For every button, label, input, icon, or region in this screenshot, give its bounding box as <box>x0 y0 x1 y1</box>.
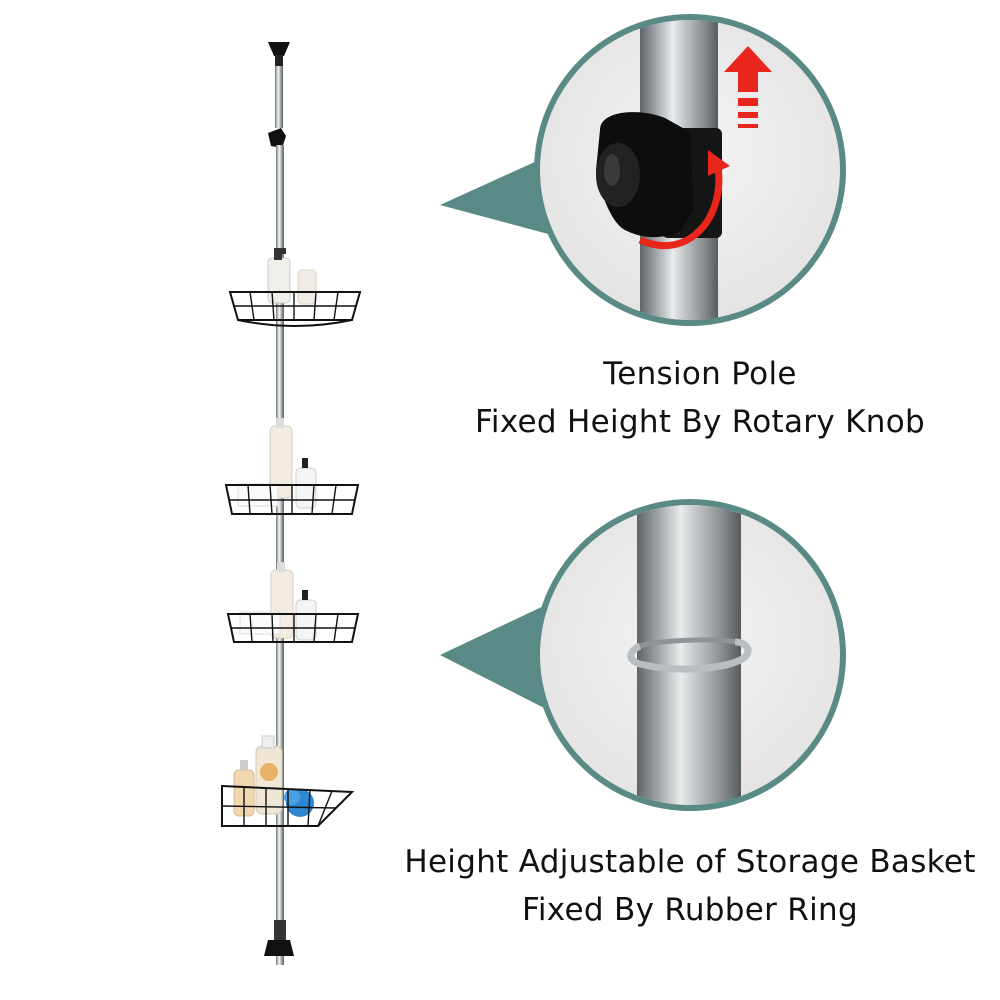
pole-closeup <box>637 505 741 805</box>
caption-title: Tension Pole <box>603 356 797 392</box>
caption-subtitle: Fixed By Rubber Ring <box>522 892 858 928</box>
storage-basket <box>221 735 355 827</box>
callout-pointer <box>440 602 552 712</box>
rubber-ring-callout <box>440 499 846 811</box>
storage-basket <box>224 418 360 515</box>
storage-basket <box>228 250 362 327</box>
rotary-knob-callout <box>440 14 846 326</box>
basket-height-caption: Height Adjustable of Storage Basket Fixe… <box>380 838 1000 934</box>
caption-title: Height Adjustable of Storage Basket <box>404 844 976 880</box>
rubber-ring-icon <box>627 638 752 673</box>
rotation-arrow-icon <box>638 167 723 250</box>
storage-basket <box>226 562 360 643</box>
up-arrow-icon <box>724 46 772 92</box>
tension-pole-caption: Tension Pole Fixed Height By Rotary Knob <box>420 350 980 446</box>
callout-pointer <box>440 155 552 235</box>
caption-subtitle: Fixed Height By Rotary Knob <box>475 404 925 440</box>
